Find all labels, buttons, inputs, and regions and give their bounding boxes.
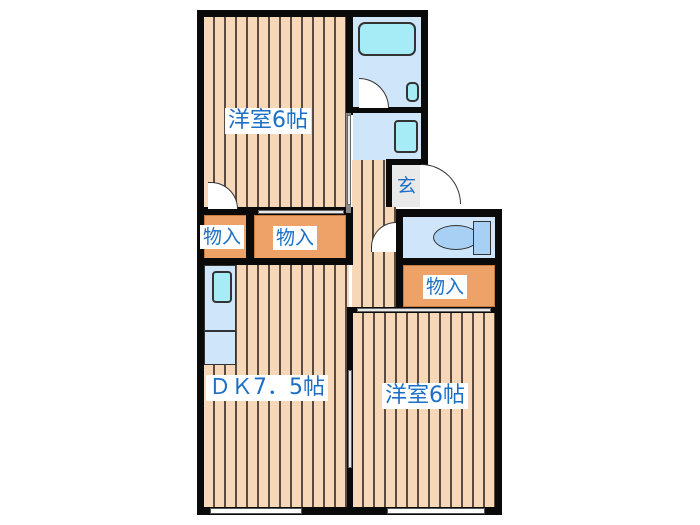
washbasin: [394, 120, 418, 153]
kitchen-sink: [212, 271, 232, 303]
room-label-western-south: 洋室6帖: [382, 383, 468, 409]
wall-bath-wash: [346, 107, 428, 113]
room-label-storage-center: 物入: [273, 226, 318, 250]
western-room-south: [353, 313, 496, 508]
storage-east: [403, 265, 495, 307]
wall-east: [495, 209, 502, 515]
room-label-western-north: 洋室6帖: [225, 108, 311, 134]
bathtub: [358, 22, 416, 56]
room-label-dining-kitchen: ＤＫ7．5帖: [206, 375, 328, 401]
room-label-storage-east: 物入: [423, 275, 468, 299]
center-sliding-door[interactable]: [348, 370, 352, 468]
wall-toilet-storage: [396, 258, 502, 265]
wall-bath-east: [421, 10, 428, 162]
counter-divider: [204, 330, 236, 332]
storage-east-sliding-door[interactable]: [357, 308, 491, 312]
wall-north: [197, 10, 428, 17]
wall-entrance-west: [386, 159, 392, 207]
wall-toilet-block-north: [396, 209, 502, 217]
toilet-tank: [473, 221, 491, 255]
wall-closet-east: [346, 207, 353, 265]
wall-wash-south: [386, 159, 428, 165]
storage-center-sliding-door[interactable]: [258, 210, 344, 214]
room-label-entrance: 玄: [395, 174, 419, 198]
window-dk: [210, 508, 302, 514]
north-room-sliding-door[interactable]: [347, 115, 351, 205]
bath-faucet: [406, 82, 419, 102]
wall-bath-west: [346, 10, 353, 115]
window-south-room: [387, 508, 485, 514]
entrance-door[interactable]: [421, 164, 461, 204]
wall-closet-divider: [246, 207, 254, 265]
wall-closet-south: [197, 258, 353, 265]
room-label-storage-small: 物入: [200, 225, 245, 249]
